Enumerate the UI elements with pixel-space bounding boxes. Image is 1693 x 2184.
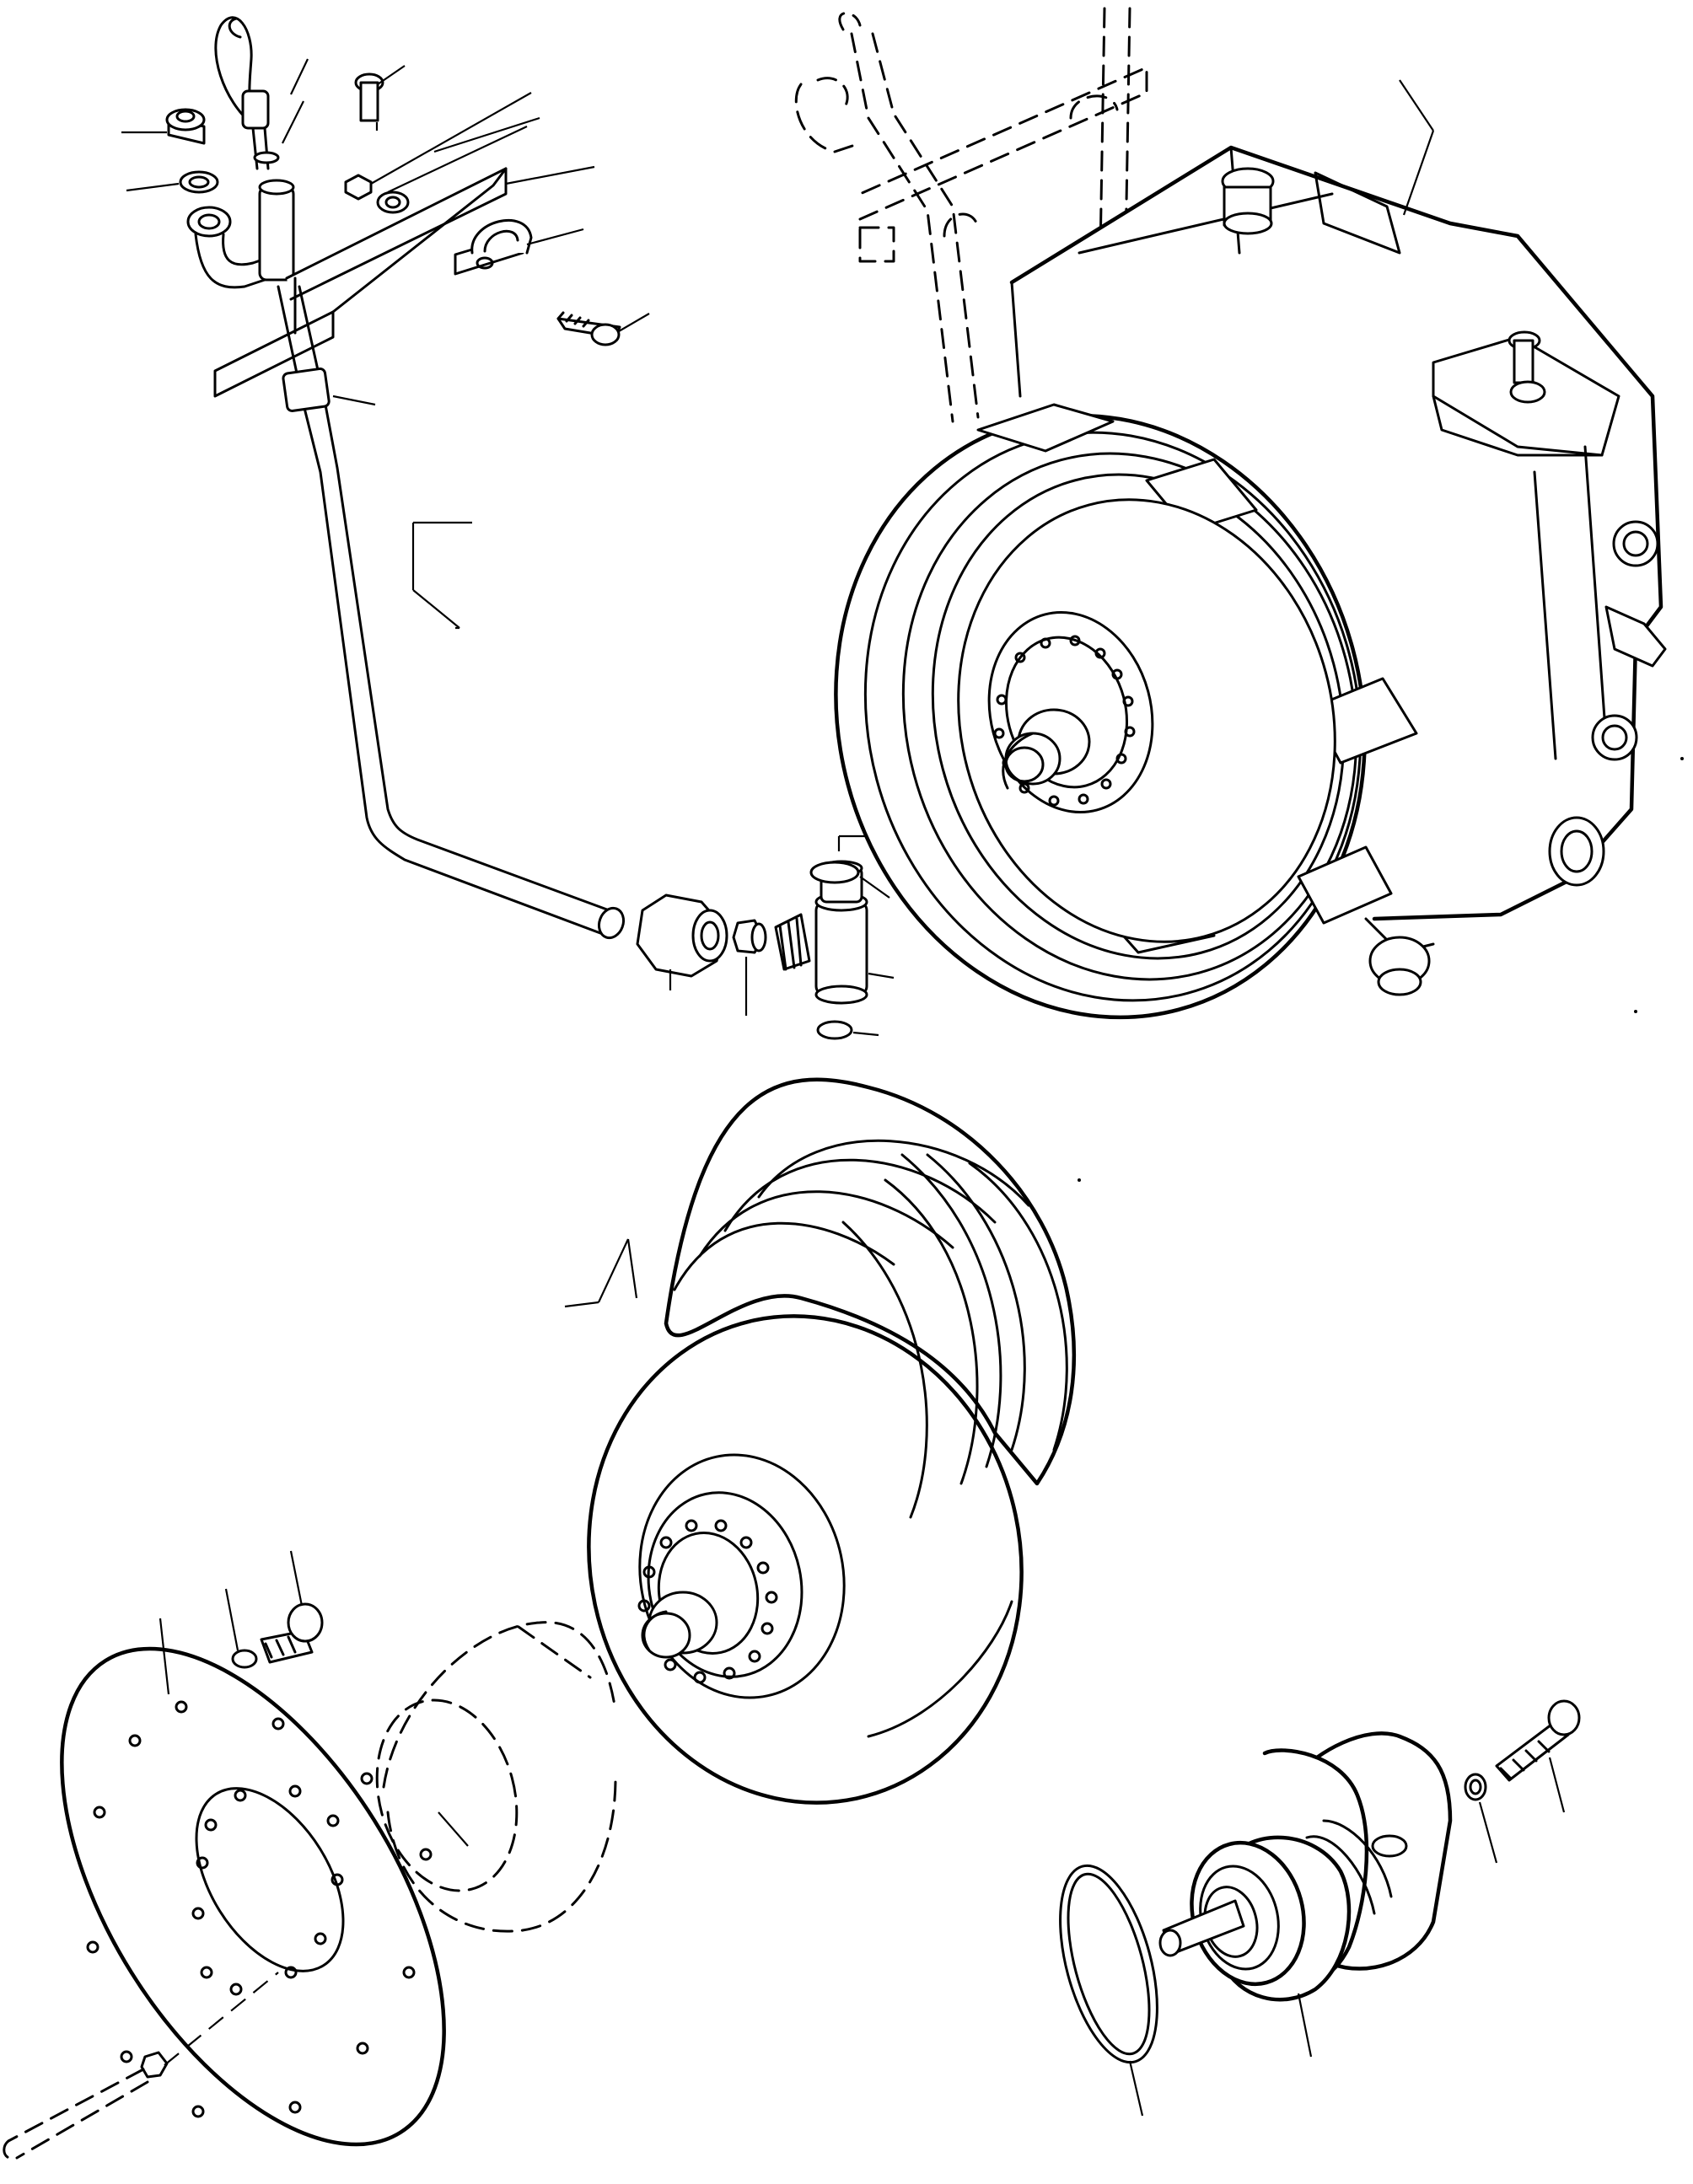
dipstick-handle — [214, 16, 280, 170]
pipe-clamp — [454, 218, 584, 276]
flex-plate — [60, 1618, 446, 2147]
o-ring-lower — [816, 1020, 879, 1040]
torque-converter — [564, 1077, 1077, 1805]
union-nut — [636, 893, 728, 990]
flex-plate-nut-dashed — [3, 1972, 279, 2160]
breather-plug — [121, 108, 206, 145]
pump-washer — [1464, 1773, 1498, 1864]
mounting-bracket — [213, 165, 595, 398]
dipstick-tube — [277, 285, 626, 940]
misc-leaders — [282, 58, 1684, 1182]
compression-sleeve — [732, 919, 767, 1016]
transmission-housing — [1009, 79, 1667, 996]
pump-o-ring — [1059, 1864, 1158, 2117]
filler-elbow — [186, 179, 295, 289]
flex-plate-bolt — [224, 1550, 324, 1669]
tube-bracket-callout — [411, 521, 472, 630]
clamp-bolt — [556, 311, 650, 346]
spacer-ring-dashed — [375, 1621, 617, 1933]
pump-bolt — [1495, 1699, 1581, 1813]
charging-pump — [1158, 1731, 1453, 2058]
sealing-washer-top — [126, 170, 219, 194]
lock-washer-nut — [344, 92, 532, 214]
hex-bolt-small — [354, 65, 406, 131]
converter-housing-bell — [834, 403, 1418, 1020]
alternate-pipe-dashed — [794, 7, 1148, 423]
